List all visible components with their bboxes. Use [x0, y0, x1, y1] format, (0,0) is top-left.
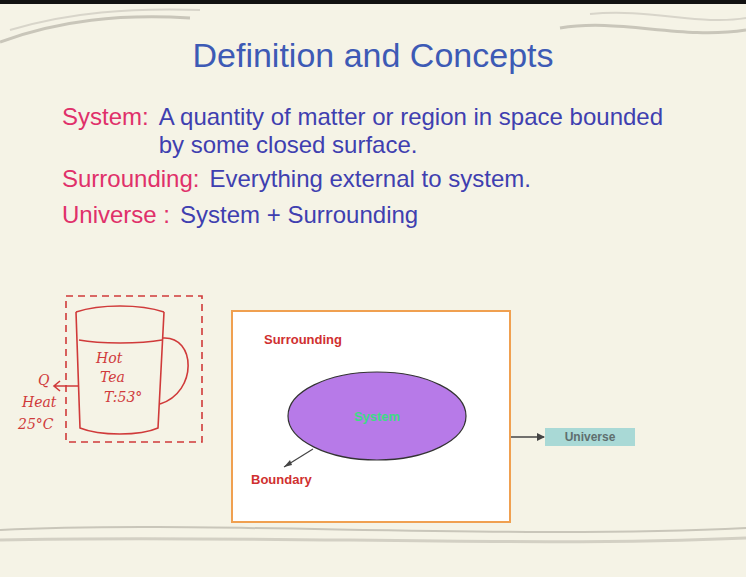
leader-head: [284, 460, 292, 467]
handwritten-note: Hot: [96, 350, 122, 366]
universe-box: Universe: [545, 428, 635, 446]
system-ellipse-shape: [288, 372, 466, 460]
cup-body: [76, 312, 164, 434]
definition-row: Universe : System + Surrounding: [62, 201, 692, 229]
definition-term: Surrounding:: [62, 165, 199, 193]
swoosh: [10, 10, 200, 30]
definition-term: Universe :: [62, 201, 170, 229]
leader-line: [284, 449, 313, 467]
cup-sketch: [54, 296, 202, 442]
cup-handle: [160, 338, 188, 404]
swoosh: [560, 25, 746, 32]
definition-term: System:: [62, 103, 149, 131]
bottom-band: [0, 538, 746, 542]
dashed-boundary: [66, 296, 202, 442]
definition-text: A quantity of matter or region in space …: [159, 103, 692, 159]
handwritten-note: Q: [38, 372, 49, 388]
top-strip: [0, 0, 746, 4]
swoosh: [0, 17, 190, 42]
system-label: System: [354, 409, 400, 424]
definition-text: Everything external to system.: [209, 165, 692, 193]
universe-label: Universe: [565, 430, 616, 444]
system-ellipse: System: [287, 371, 467, 461]
surrounding-label: Surrounding: [264, 332, 342, 347]
swoosh: [590, 13, 746, 20]
surrounding-box: SurroundingSystem: [231, 310, 511, 523]
slide-title: Definition and Concepts: [0, 36, 746, 75]
handwritten-note: Heat: [22, 394, 56, 410]
heat-arrow: [54, 381, 78, 391]
handwritten-note: T:53°: [104, 389, 142, 405]
definition-row: System: A quantity of matter or region in…: [62, 103, 692, 159]
bottom-band: [0, 527, 746, 532]
connector-arrow: [511, 436, 544, 438]
definition-row: Surrounding: Everything external to syste…: [62, 165, 692, 193]
handwritten-note: 25°C: [18, 416, 54, 432]
handwritten-note: Tea: [100, 369, 125, 385]
definition-text: System + Surrounding: [180, 201, 692, 229]
diagram-ground: [231, 310, 511, 523]
boundary-label: Boundary: [251, 472, 312, 487]
liquid-level: [79, 340, 162, 343]
cup-rim: [76, 306, 164, 312]
